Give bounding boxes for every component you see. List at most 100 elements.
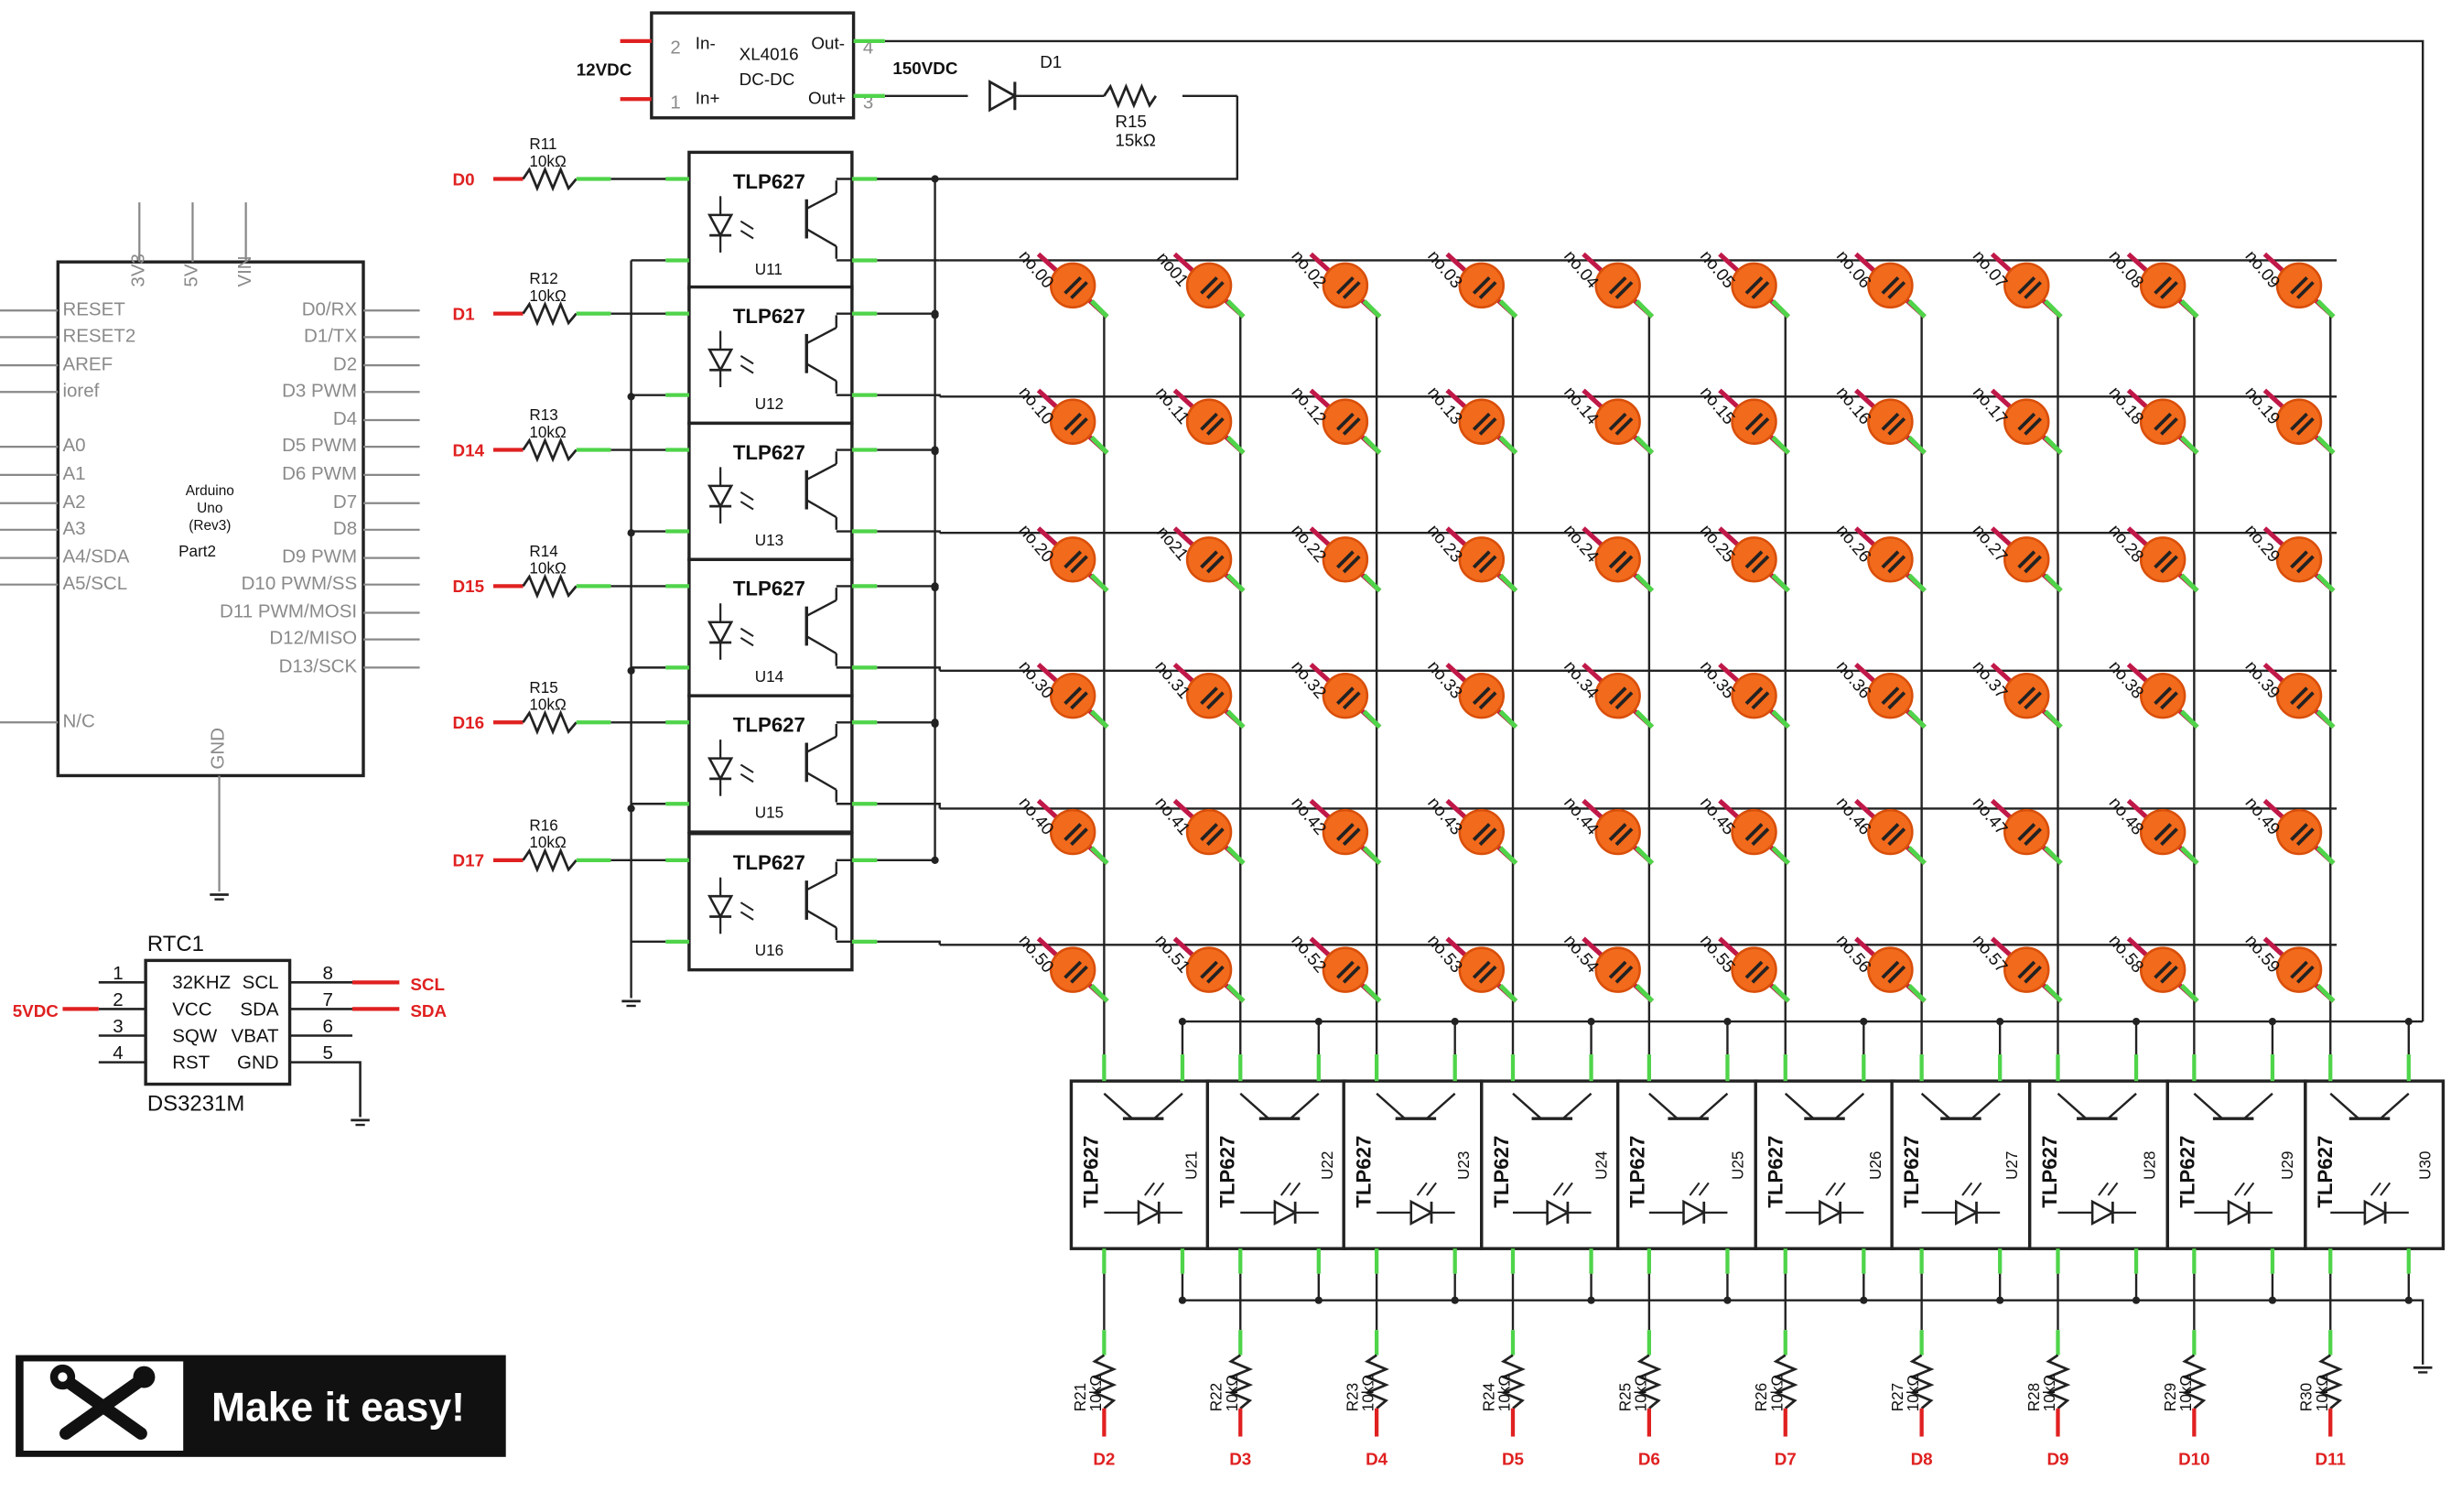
rtc-left-pin-number: 4 — [113, 1042, 123, 1064]
tube-electrode — [2295, 555, 2315, 574]
row-opto-light-arrow — [740, 763, 754, 773]
tube-lead-anode — [1362, 983, 1382, 1003]
tube-electrode — [2017, 823, 2036, 841]
column-resistor-ref: R26 — [1753, 1383, 1770, 1411]
tube-electrode — [2154, 275, 2173, 295]
rtc-scl-label: SCL — [410, 975, 445, 994]
column-resistor-ref: R28 — [2025, 1383, 2043, 1411]
xl4016-pin-out-plus: Out+ — [808, 88, 846, 107]
row-opto-light-arrow — [740, 501, 754, 511]
column-resistor — [1500, 1354, 1526, 1409]
tube-lead-anode — [1771, 709, 1790, 729]
junction-dot — [931, 584, 939, 592]
row-resistor — [522, 709, 578, 736]
row-optocoupler-part: TLP627 — [733, 578, 805, 600]
arduino-part-label: Part2 — [178, 543, 216, 560]
tube-electrode — [1881, 275, 1900, 295]
tube-electrode — [1200, 960, 1218, 979]
column-opto-transistor-lead — [2380, 1092, 2410, 1120]
tube-electrode — [2017, 412, 2036, 431]
column-resistor-value: 10kΩ — [1768, 1375, 1786, 1412]
row-resistor — [522, 848, 578, 873]
junction-dot — [931, 448, 939, 456]
row-optocoupler-ref: U13 — [755, 532, 783, 549]
column-resistor-value: 10kΩ — [2177, 1375, 2195, 1412]
column-opto-led — [2090, 1199, 2116, 1226]
xl4016-name: XL4016 — [740, 44, 799, 63]
tube-electrode — [1472, 550, 1491, 569]
column-resistor-ref: R24 — [1480, 1382, 1497, 1411]
tube-lead-anode — [1771, 983, 1790, 1003]
column-opto-light-arrow — [1825, 1182, 1837, 1196]
tube-electrode — [1478, 281, 1497, 299]
tube-electrode — [1064, 823, 1083, 841]
tube-electrode — [1336, 686, 1355, 706]
tube-electrode — [1887, 281, 1906, 299]
column-opto-transistor-lead — [1561, 1092, 1593, 1120]
column-input-pin-label: D9 — [2046, 1449, 2068, 1468]
tube-lead-anode — [1907, 983, 1927, 1003]
column-optocoupler-body — [2165, 1079, 2307, 1250]
column-opto-light-arrow — [1961, 1182, 1973, 1196]
wire — [877, 666, 941, 671]
tube-electrode — [2017, 550, 2036, 569]
tube-electrode — [2017, 275, 2036, 295]
row-resistor-value: 10kΩ — [529, 697, 567, 714]
tube-lead-anode — [2179, 436, 2199, 455]
tube-electrode — [1342, 416, 1361, 436]
tube-electrode — [1887, 416, 1906, 436]
rtc-left-pin-name: VCC — [172, 999, 211, 1020]
tube-electrode — [1608, 412, 1627, 431]
tube-electrode — [1336, 275, 1355, 295]
column-opto-light-arrow — [1426, 1182, 1437, 1196]
arduino-left-pin-label: A5/SCL — [62, 573, 127, 594]
tube-lead-anode — [1089, 983, 1109, 1003]
row-opto-light-arrow — [740, 772, 754, 783]
tube-electrode — [1070, 416, 1088, 436]
tube-electrode — [2160, 416, 2178, 436]
tube-electrode — [1478, 416, 1497, 436]
column-opto-light-arrow — [1290, 1182, 1301, 1196]
tube-electrode — [2024, 691, 2043, 710]
tube-lead-anode — [2043, 573, 2063, 593]
tube-electrode — [1614, 827, 1634, 847]
arduino-top-pin-label: 5V — [181, 264, 202, 286]
tube-electrode — [1608, 550, 1627, 569]
column-opto-light-arrow — [1834, 1182, 1846, 1196]
logo-text: Make it easy! — [211, 1385, 465, 1430]
column-opto-light-arrow — [1552, 1182, 1564, 1196]
tube-lead-anode — [1635, 709, 1655, 729]
tube-electrode — [2295, 965, 2315, 984]
xl4016-pinnum-1: 1 — [670, 92, 680, 113]
tube-lead-anode — [2043, 983, 2063, 1003]
column-opto-light-arrow — [1144, 1182, 1155, 1196]
column-resistor-ref: R29 — [2162, 1383, 2179, 1411]
row-opto-transistor-emitter — [805, 499, 837, 519]
tube-electrode — [2295, 691, 2315, 710]
tube-electrode — [1744, 823, 1764, 841]
column-input-pin-label: D5 — [1502, 1449, 1524, 1468]
arduino-right-pin-label: D6 PWM — [282, 463, 357, 484]
xl4016-pinnum-4: 4 — [863, 38, 873, 59]
tube-electrode — [1472, 960, 1491, 979]
column-opto-transistor-lead — [1512, 1092, 1542, 1120]
tube-electrode — [1614, 691, 1634, 710]
tube-lead-anode — [2316, 299, 2336, 319]
column-opto-light-arrow — [2107, 1182, 2119, 1196]
column-optocoupler-ref: U21 — [1182, 1151, 1200, 1180]
tube-lead-anode — [1907, 436, 1927, 455]
column-resistor-value: 10kΩ — [2041, 1375, 2058, 1412]
tube-lead-anode — [2316, 436, 2336, 455]
column-opto-light-arrow — [2243, 1182, 2255, 1196]
arduino-right-pin-label: D7 — [333, 491, 357, 513]
column-resistor-value: 10kΩ — [1632, 1375, 1649, 1412]
column-opto-light-arrow — [1416, 1182, 1428, 1196]
junction-dot — [627, 666, 635, 675]
row-resistor-ref: R12 — [529, 270, 557, 287]
row-resistor-ref: R15 — [529, 679, 557, 697]
column-optocoupler-part: TLP627 — [2038, 1136, 2061, 1208]
input-voltage-label: 12VDC — [577, 60, 632, 80]
tube-lead-anode — [1226, 573, 1246, 593]
column-opto-light-arrow — [1279, 1182, 1291, 1196]
